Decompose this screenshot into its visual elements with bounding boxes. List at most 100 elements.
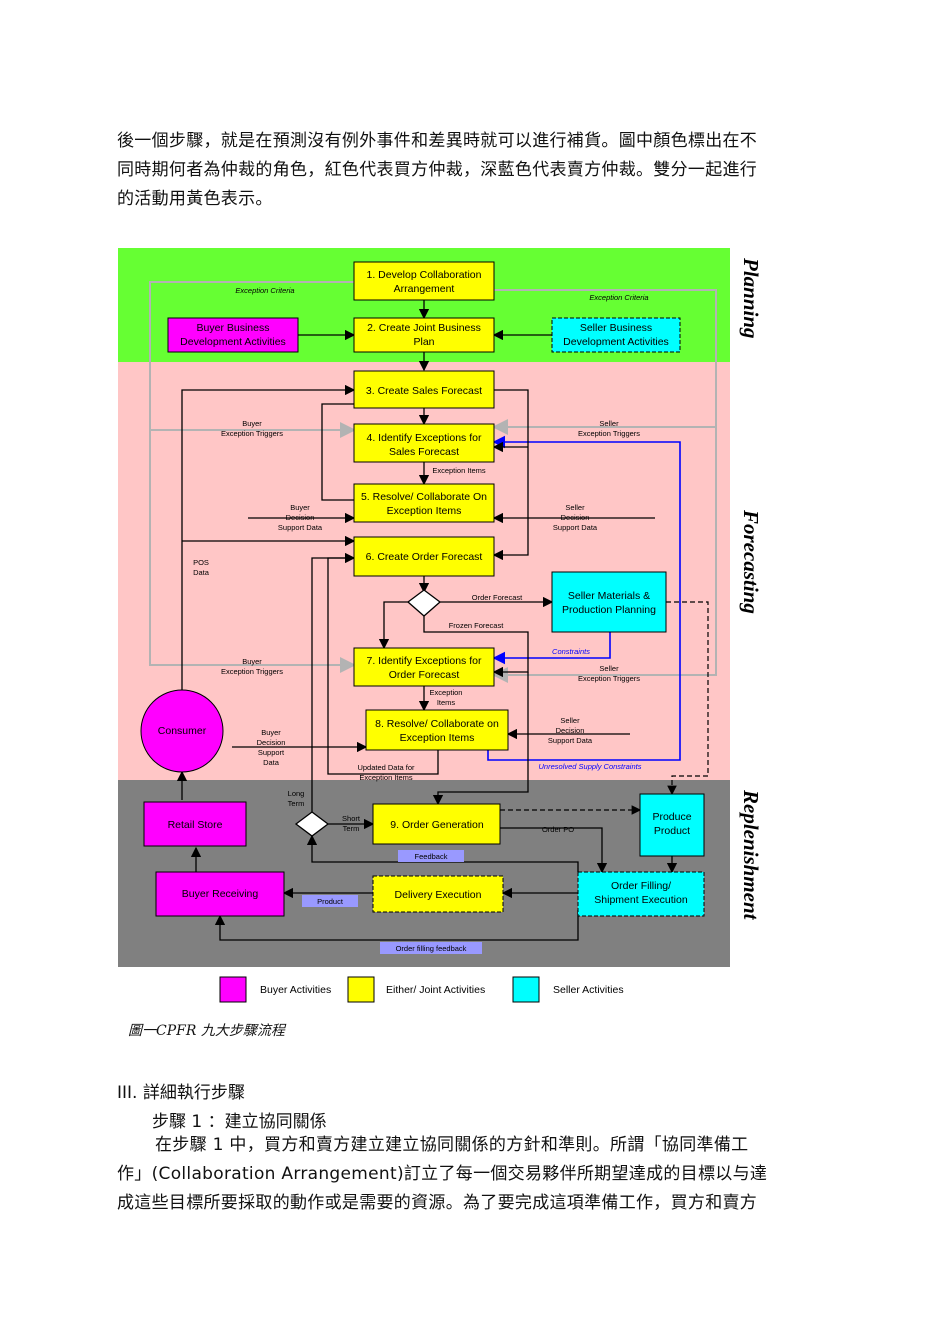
label: Buyer — [290, 503, 310, 512]
flow-lines — [176, 300, 678, 941]
box-text: Development Activities — [180, 336, 286, 348]
figure-caption: 圖一CPFR 九大步驟流程 — [128, 1023, 285, 1039]
box-text: Retail Store — [168, 819, 223, 831]
intro-line: 的活動用黃色表示。 — [117, 189, 273, 209]
step6-box: 6. Create Order Forecast — [353, 536, 495, 577]
label: Updated Data for — [357, 763, 415, 772]
label: Order PO — [542, 825, 574, 834]
label: POS — [193, 558, 209, 567]
retail-store-box: Retail Store — [143, 801, 247, 847]
decision-diamond-order-forecast — [406, 589, 442, 617]
dashed-flow-lines — [500, 601, 709, 815]
box-text: 2. Create Joint Business — [367, 322, 481, 334]
box-text: 6. Create Order Forecast — [366, 551, 483, 563]
label: Exception Triggers — [221, 667, 283, 676]
label: Support Data — [548, 736, 593, 745]
label: Items — [437, 698, 456, 707]
legend-buyer-swatch — [219, 976, 247, 1003]
box-text: 7. Identify Exceptions for — [367, 655, 482, 667]
label: Exception Triggers — [578, 429, 640, 438]
legend-seller-swatch — [512, 976, 540, 1003]
box-text: Buyer Business — [197, 322, 270, 334]
label: Data — [193, 568, 210, 577]
product-tag: Product — [317, 897, 344, 906]
consumer-circle: Consumer — [140, 689, 224, 773]
intro-line: 後一個步驟，就是在預測沒有例外事件和差異時就可以進行補貨。圖中顏色標出在不 — [117, 131, 758, 151]
decision-diamond-term — [294, 811, 330, 837]
legend-seller-label: Seller Activities — [553, 984, 624, 996]
box-text: 5. Resolve/ Collaborate On — [361, 491, 487, 503]
label: Constraints — [552, 647, 590, 656]
delivery-execution-box: Delivery Execution — [372, 875, 504, 913]
step8-box: 8. Resolve/ Collaborate on Exception Ite… — [365, 709, 509, 751]
box-text: Consumer — [158, 725, 207, 737]
label: Seller — [560, 716, 580, 725]
box-text: Production Planning — [562, 604, 656, 616]
stage-replenishment: Replenishment — [739, 789, 763, 921]
label: Buyer — [242, 419, 262, 428]
label: Seller — [565, 503, 585, 512]
box-text: Exception Items — [387, 505, 462, 517]
box-text: Buyer Receiving — [182, 888, 259, 900]
label: Support Data — [553, 523, 598, 532]
step4-box: 4. Identify Exceptions for Sales Forecas… — [353, 423, 495, 463]
label: Decision — [286, 513, 315, 522]
label: Exception Criteria — [589, 293, 648, 302]
buyer-bd-box: Buyer Business Development Activities — [167, 317, 299, 353]
flow-tags: Feedback Product Order filling feedback — [302, 850, 482, 954]
intro-line: 同時期何者為仲裁的角色，紅色代表買方仲裁，深藍色代表賣方仲裁。雙分一起進行 — [117, 160, 758, 180]
step1-box: 1. Develop Collaboration Arrangement — [353, 261, 495, 301]
step2-box: 2. Create Joint Business Plan — [353, 317, 495, 353]
flow-labels: Exception Criteria Exception Criteria Bu… — [193, 286, 649, 834]
label: Unresolved Supply Constraints — [539, 762, 642, 771]
order-filling-box: Order Filling/ Shipment Execution — [577, 871, 705, 917]
label: Frozen Forecast — [449, 621, 505, 630]
box-text: Order Forecast — [389, 669, 460, 681]
label: Term — [288, 799, 305, 808]
step7-box: 7. Identify Exceptions for Order Forecas… — [353, 647, 495, 687]
body-paragraph: 在步驟 1 中，買方和賣方建立建立協同關係的方針和準則。所謂「協同準備工 作」(… — [117, 1131, 837, 1218]
label: Exception Triggers — [221, 429, 283, 438]
box-text: 9. Order Generation — [390, 819, 484, 831]
label: Exception Items — [432, 466, 486, 475]
legend-buyer-label: Buyer Activities — [260, 984, 331, 996]
section-heading: III. 詳細執行步驟 — [117, 1083, 245, 1103]
label: Short — [342, 814, 361, 823]
feedback-tag: Feedback — [415, 852, 448, 861]
label: Seller — [599, 419, 619, 428]
box-text: Seller Business — [580, 322, 652, 334]
seller-bd-box: Seller Business Development Activities — [551, 317, 681, 353]
box-text: Produce — [652, 811, 691, 823]
legend: Buyer Activities Either/ Joint Activitie… — [219, 976, 624, 1003]
label: Exception Triggers — [578, 674, 640, 683]
box-text: Development Activities — [563, 336, 669, 348]
box-text: Order Filling/ — [611, 880, 671, 892]
box-text: Delivery Execution — [395, 889, 482, 901]
box-text: Plan — [413, 336, 434, 348]
label: Long — [288, 789, 305, 798]
body-line: 在步驟 1 中，買方和賣方建立建立協同關係的方針和準則。所謂「協同準備工 — [155, 1135, 749, 1155]
legend-joint-label: Either/ Joint Activities — [386, 984, 485, 996]
step3-box: 3. Create Sales Forecast — [353, 370, 495, 409]
box-text: 8. Resolve/ Collaborate on — [375, 718, 499, 730]
stage-forecasting: Forecasting — [739, 509, 763, 614]
label: Term — [343, 824, 360, 833]
seller-mpp-box: Seller Materials & Production Planning — [551, 571, 667, 633]
label: Exception Items — [359, 773, 413, 782]
body-line: 作」(Collaboration Arrangement)訂立了每一個交易夥伴所… — [117, 1164, 768, 1184]
label: Exception Criteria — [235, 286, 294, 295]
box-text: Exception Items — [400, 732, 475, 744]
label: Seller — [599, 664, 619, 673]
buyer-arbiter-lines — [149, 281, 717, 683]
label: Exception — [430, 688, 463, 697]
label: Support Data — [278, 523, 323, 532]
cpfr-process-diagram: Planning Forecasting Replenishment — [118, 248, 763, 1003]
intro-paragraph: 後一個步驟，就是在預測沒有例外事件和差異時就可以進行補貨。圖中顏色標出在不 同時… — [117, 127, 837, 214]
label: Decision — [556, 726, 585, 735]
label: Support — [258, 748, 285, 757]
step9-box: 9. Order Generation — [372, 803, 501, 845]
stage-planning: Planning — [739, 257, 763, 339]
legend-joint-swatch — [347, 976, 375, 1003]
step5-box: 5. Resolve/ Collaborate On Exception Ite… — [353, 483, 495, 523]
buyer-receiving-box: Buyer Receiving — [155, 871, 285, 917]
